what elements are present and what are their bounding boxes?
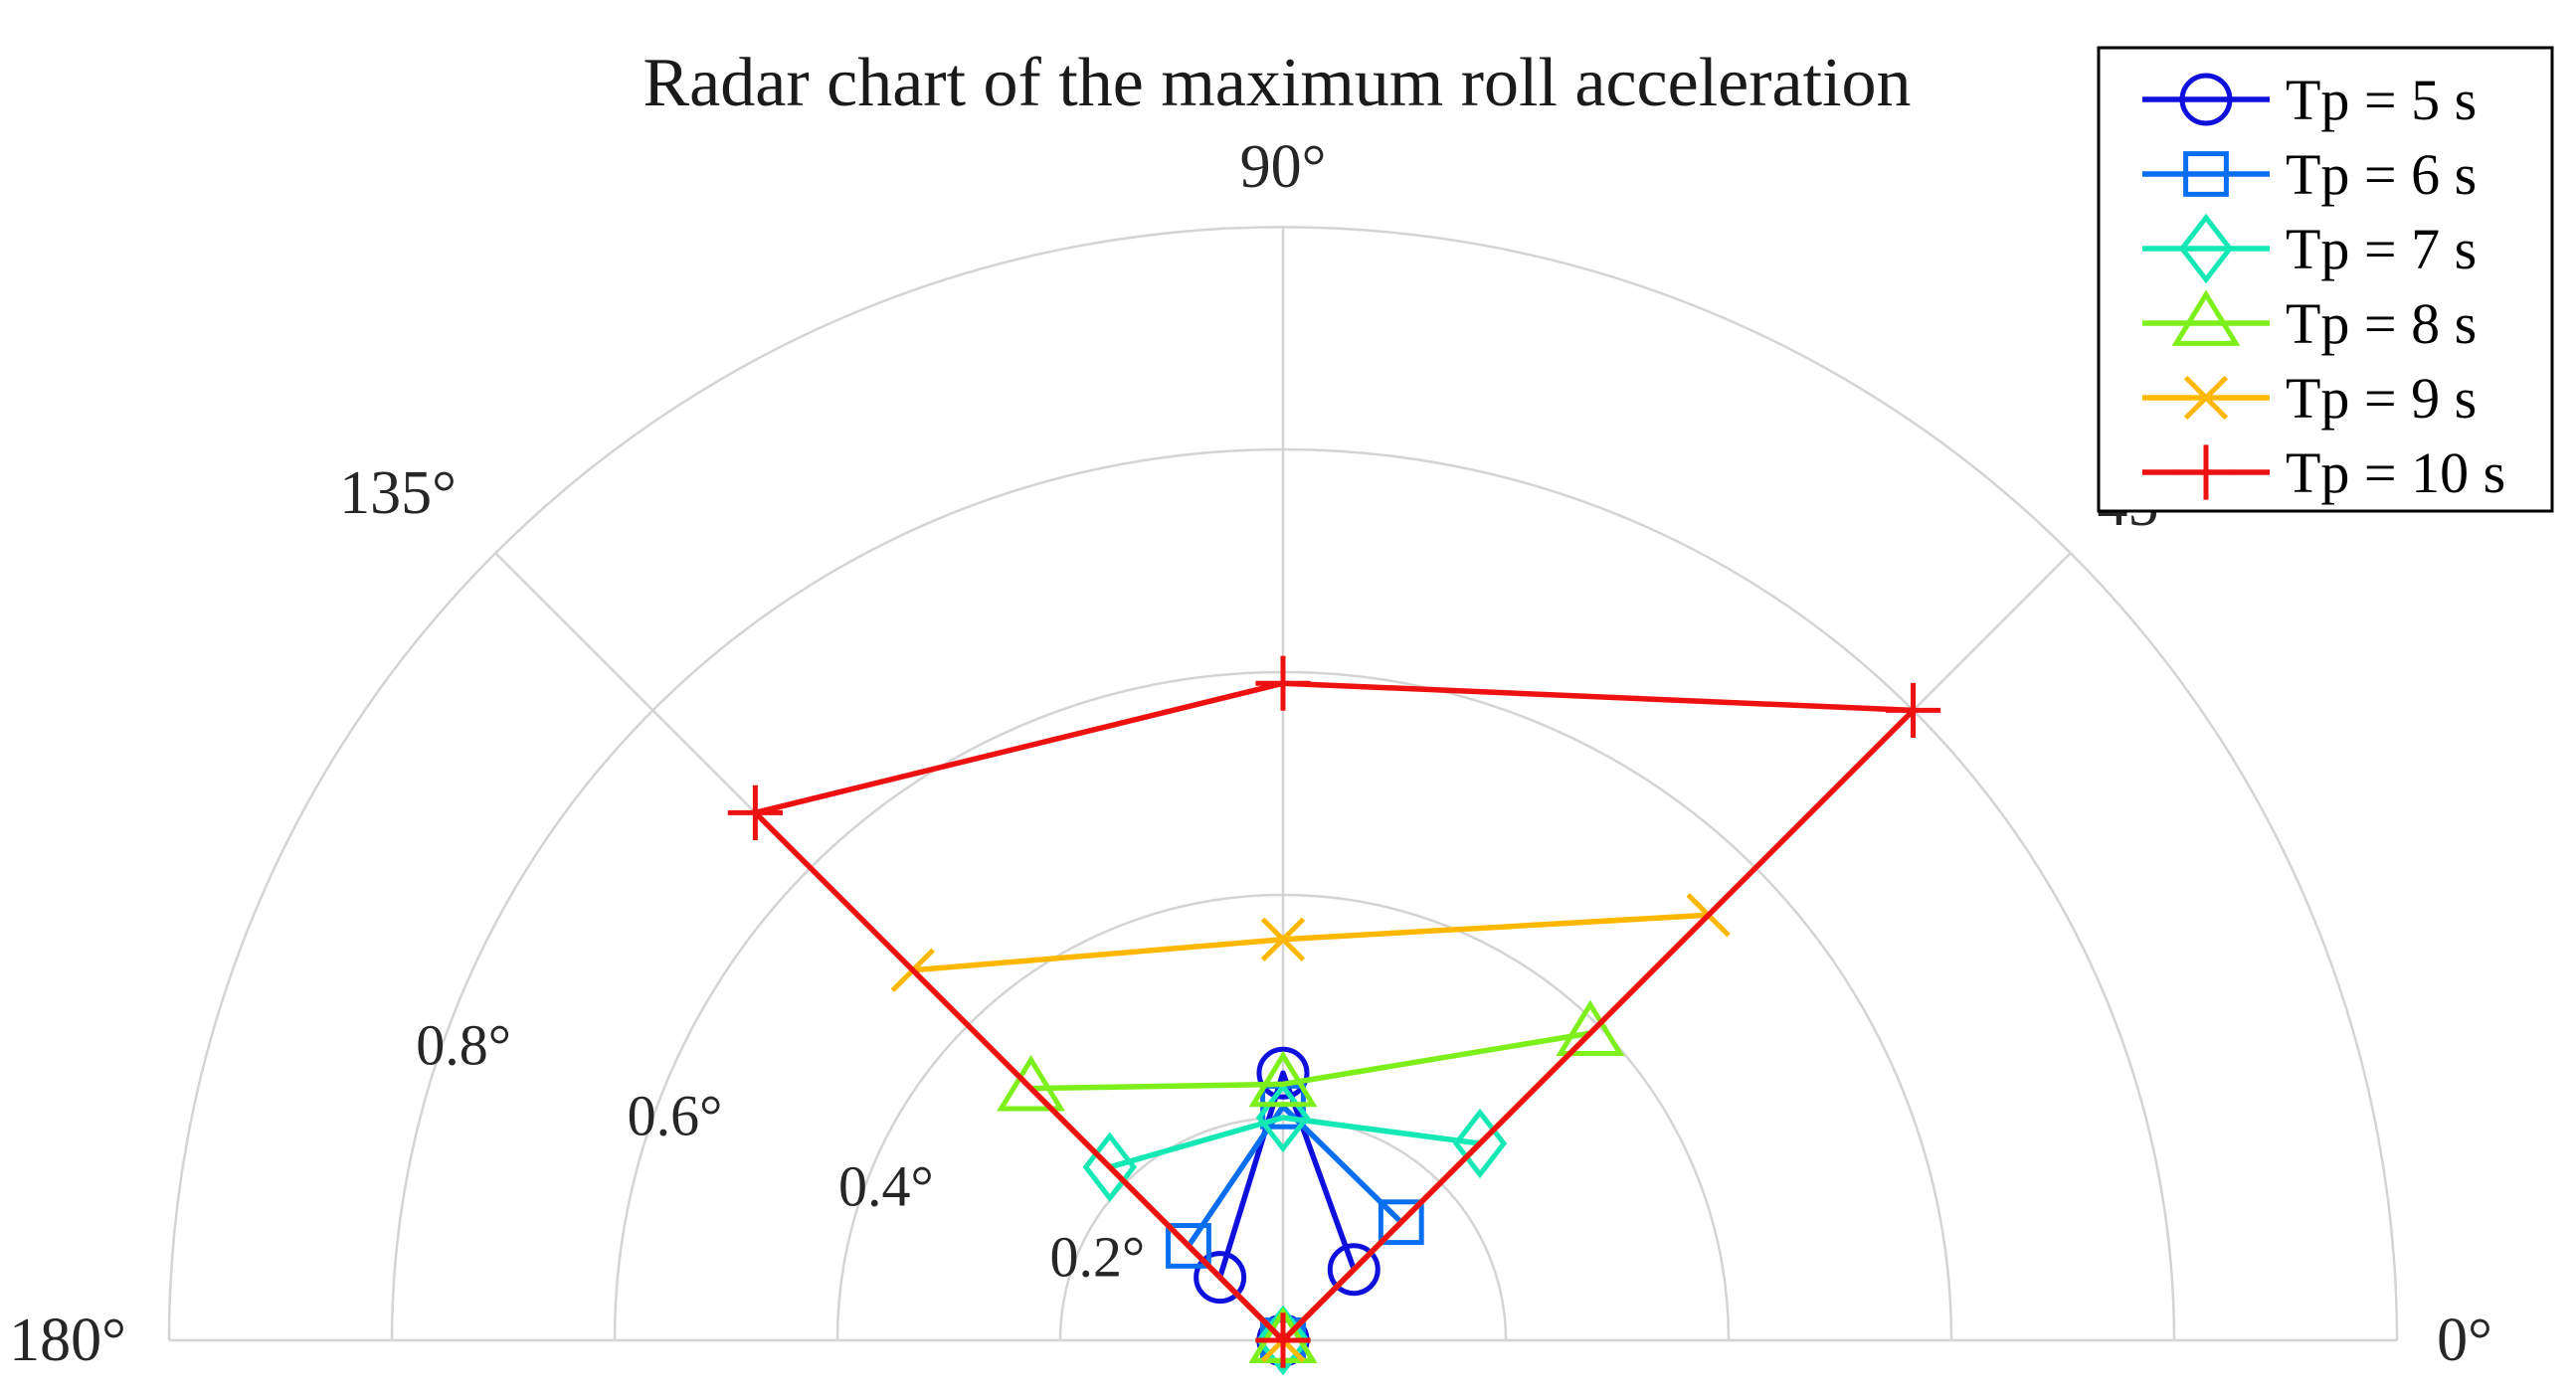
legend-item: Tp = 6 s xyxy=(2142,142,2477,207)
legend-item: Tp = 8 s xyxy=(2142,289,2477,356)
legend-box xyxy=(2097,46,2554,513)
data-point-marker xyxy=(727,785,783,840)
theta-tick-label: 0° xyxy=(2437,1307,2492,1374)
data-point-marker xyxy=(1452,1108,1508,1179)
data-point-marker xyxy=(1166,1223,1211,1269)
series-line xyxy=(1186,1104,1404,1342)
data-series xyxy=(727,655,1941,1376)
series-tp-8-s xyxy=(997,999,1625,1363)
theta-tick-label: 135° xyxy=(339,459,457,527)
data-point-marker xyxy=(2171,289,2241,346)
r-tick-labels: 0.2° 0.4° 0.6° 0.8° xyxy=(416,1012,1145,1289)
legend-label: Tp = 5 s xyxy=(2286,68,2477,132)
theta-tick-label: 90° xyxy=(1240,133,1327,201)
data-point-marker xyxy=(2178,213,2234,284)
legend-item: Tp = 10 s xyxy=(2142,440,2505,505)
legend-label: Tp = 8 s xyxy=(2286,291,2477,356)
data-point-marker xyxy=(1194,1251,1247,1305)
legend-item: Tp = 9 s xyxy=(2142,366,2477,431)
data-point-marker xyxy=(1260,917,1306,961)
series-tp-10-s xyxy=(727,655,1941,1368)
data-point-marker xyxy=(1248,1050,1318,1108)
series-line xyxy=(752,680,1917,1342)
data-point-marker xyxy=(2183,375,2229,421)
data-point-marker xyxy=(2178,444,2234,500)
data-point-marker xyxy=(1256,1046,1310,1100)
r-tick-label: 0.2° xyxy=(1049,1225,1145,1290)
data-point-marker xyxy=(1556,999,1625,1057)
legend-label: Tp = 7 s xyxy=(2286,217,2477,281)
chart-title: Radar chart of the maximum roll accelera… xyxy=(643,45,1911,121)
data-point-marker xyxy=(1255,1312,1311,1368)
data-point-marker xyxy=(1255,1082,1311,1153)
series-line xyxy=(910,912,1712,1342)
data-point-marker xyxy=(1378,1199,1424,1246)
series-tp-9-s xyxy=(890,893,1731,1363)
theta-tick-label: 180° xyxy=(9,1307,126,1374)
legend-item: Tp = 5 s xyxy=(2142,68,2477,132)
data-point-marker xyxy=(1082,1132,1137,1203)
legend-label: Tp = 9 s xyxy=(2286,366,2477,431)
polar-grid xyxy=(167,225,2399,1342)
series-line xyxy=(1107,1115,1483,1342)
r-tick-label: 0.4° xyxy=(838,1153,934,1218)
r-tick-label: 0.6° xyxy=(628,1083,723,1147)
data-point-marker xyxy=(1885,682,1941,739)
series-line xyxy=(1027,1030,1593,1342)
legend-label: Tp = 6 s xyxy=(2286,142,2477,207)
series-tp-6-s xyxy=(1166,1083,1424,1363)
legend-label: Tp = 10 s xyxy=(2286,440,2505,505)
data-point-marker xyxy=(2183,151,2229,197)
data-point-marker xyxy=(1255,655,1311,711)
legend-item: Tp = 7 s xyxy=(2142,213,2477,284)
data-point-marker xyxy=(1255,1305,1311,1376)
data-point-marker xyxy=(1327,1243,1380,1297)
r-tick-label: 0.8° xyxy=(416,1012,511,1077)
data-point-marker xyxy=(997,1054,1066,1112)
legend: Tp = 5 s Tp = 6 s Tp = 7 s Tp = 8 s Tp = 9 s… xyxy=(2097,46,2554,513)
data-point-marker xyxy=(2179,73,2233,126)
